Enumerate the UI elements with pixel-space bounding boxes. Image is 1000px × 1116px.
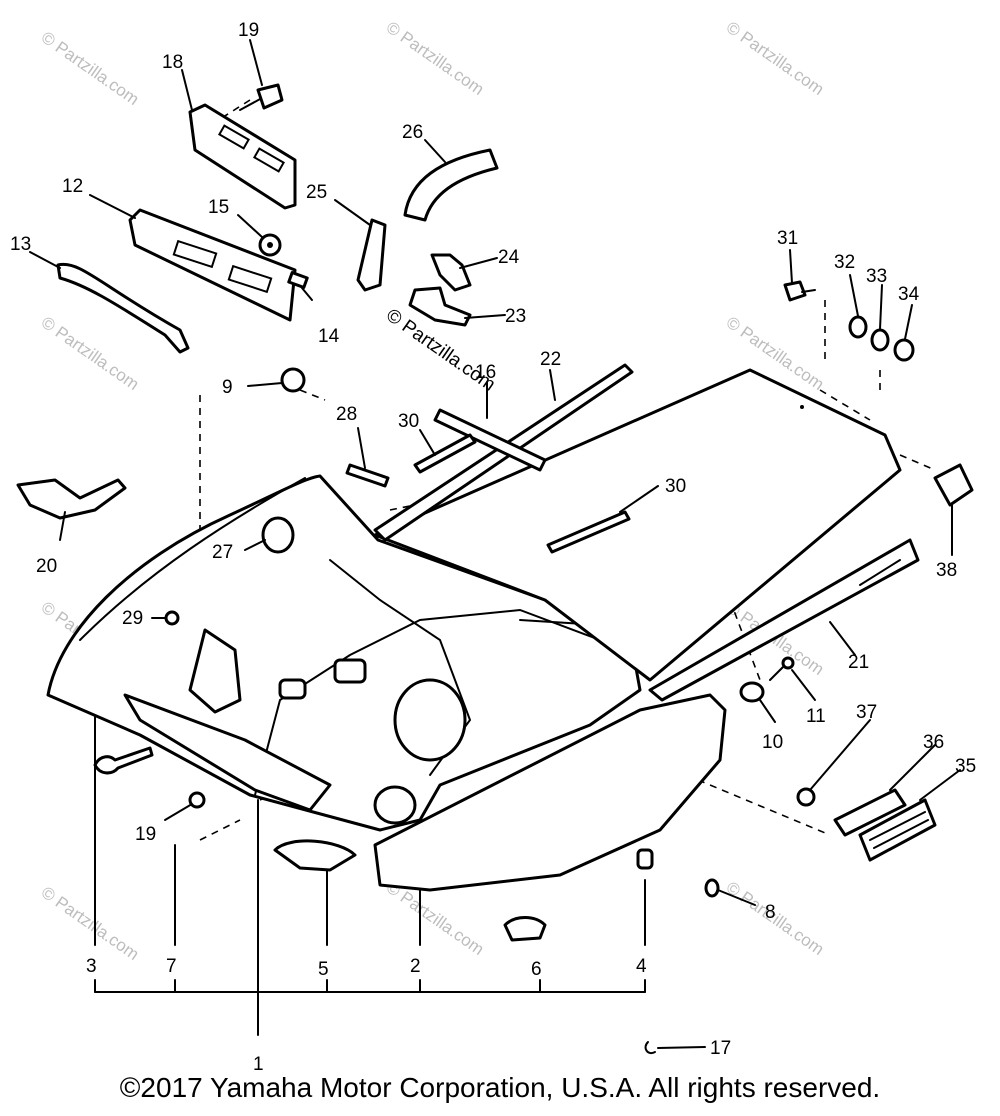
callout-36: 36 (923, 732, 944, 753)
part-3-bumper (93, 693, 332, 812)
part-24-bracket (430, 253, 472, 292)
callout-7: 7 (166, 956, 177, 977)
callout-18: 18 (162, 52, 183, 73)
watermark: © Partzilla.com (723, 18, 828, 99)
part-8-pin (704, 878, 756, 906)
part-38-reflector (933, 463, 974, 507)
callout-12: 12 (62, 176, 83, 197)
watermark: © Partzilla.com (383, 18, 488, 99)
part-4-plug (636, 848, 654, 870)
callout-26: 26 (402, 122, 423, 143)
callout-11: 11 (806, 706, 826, 727)
callout-4: 4 (636, 956, 647, 977)
callout-5: 5 (318, 959, 329, 980)
part-20-cover (16, 478, 127, 520)
callout-3: 3 (86, 956, 97, 977)
part-35-lens (858, 798, 937, 862)
part-21-running-board (373, 368, 920, 702)
callout-16: 16 (475, 362, 496, 383)
part-23-bracket (408, 286, 472, 327)
callout-30-a: 30 (398, 411, 419, 432)
callout-1: 1 (253, 1054, 264, 1070)
part-36-bracket (833, 788, 907, 837)
part-37-nut (796, 787, 816, 807)
callout-24: 24 (498, 247, 520, 268)
part-18-plate (188, 103, 297, 210)
watermark: © Partzilla.com (38, 28, 143, 109)
parts-diagram: © Partzilla.com © Partzilla.com © Partzi… (10, 18, 976, 1070)
callout-37: 37 (856, 702, 877, 723)
part-32-washer (848, 315, 868, 339)
part-27-cap (261, 516, 295, 554)
callout-29: 29 (122, 608, 143, 629)
callout-32: 32 (834, 252, 855, 273)
part-29-washer (164, 610, 180, 626)
callout-22: 22 (540, 349, 561, 370)
callout-6: 6 (531, 959, 542, 980)
callout-31: 31 (777, 228, 798, 249)
part-9-knob (280, 367, 306, 393)
callout-15: 15 (208, 197, 229, 218)
callout-38: 38 (936, 560, 957, 581)
part-33-washer (870, 328, 890, 352)
grouping-bracket (94, 714, 646, 1036)
callout-labels: 1 2 3 4 5 6 7 8 9 10 11 12 13 14 15 16 1… (10, 20, 976, 1070)
watermark: © Partzilla.com (38, 883, 143, 964)
part-12-bracket (128, 208, 297, 322)
callout-2: 2 (410, 956, 421, 977)
callout-19-top: 19 (238, 20, 259, 41)
callout-35: 35 (955, 756, 976, 777)
callout-19-bottom: 19 (135, 824, 156, 845)
callout-20: 20 (36, 556, 57, 577)
callout-30-b: 30 (665, 476, 686, 497)
part-14-pad (287, 271, 309, 289)
part-34-nut (893, 338, 915, 362)
part-28-pad (345, 463, 390, 488)
callout-10: 10 (762, 732, 783, 753)
part-26-hose (403, 148, 499, 222)
callout-21: 21 (848, 652, 869, 673)
part-2-skirt (373, 693, 727, 892)
callout-8: 8 (765, 902, 776, 923)
part-19-grommet (188, 791, 206, 809)
part-6-clamp (503, 916, 547, 942)
callout-28: 28 (336, 404, 357, 425)
part-30-rod-a (413, 433, 477, 474)
part-31-bolt (783, 280, 816, 302)
part-15-grommet (258, 233, 282, 257)
callout-leaders (29, 39, 961, 821)
part-11-screw (769, 656, 795, 681)
part-10-grommet (739, 681, 765, 703)
callout-17: 17 (710, 1038, 731, 1059)
callout-14: 14 (318, 326, 340, 347)
callout-27: 27 (212, 542, 233, 563)
callout-23: 23 (505, 306, 526, 327)
part-13-handle (56, 262, 190, 354)
part-19-bolt (239, 83, 284, 111)
callout-33: 33 (866, 266, 887, 287)
watermark: © Partzilla.com (38, 313, 143, 394)
callout-34: 34 (898, 284, 920, 305)
copyright-footer: ©2017 Yamaha Motor Corporation, U.S.A. A… (119, 1072, 881, 1103)
callout-9: 9 (222, 377, 233, 398)
part-25-tube (356, 218, 387, 292)
part-5-clip (273, 839, 357, 872)
part-16-bar (433, 408, 547, 472)
callout-13: 13 (10, 234, 31, 255)
callout-25: 25 (306, 182, 327, 203)
part-17-clip (644, 1041, 706, 1054)
part-30-rod-b (546, 510, 631, 554)
